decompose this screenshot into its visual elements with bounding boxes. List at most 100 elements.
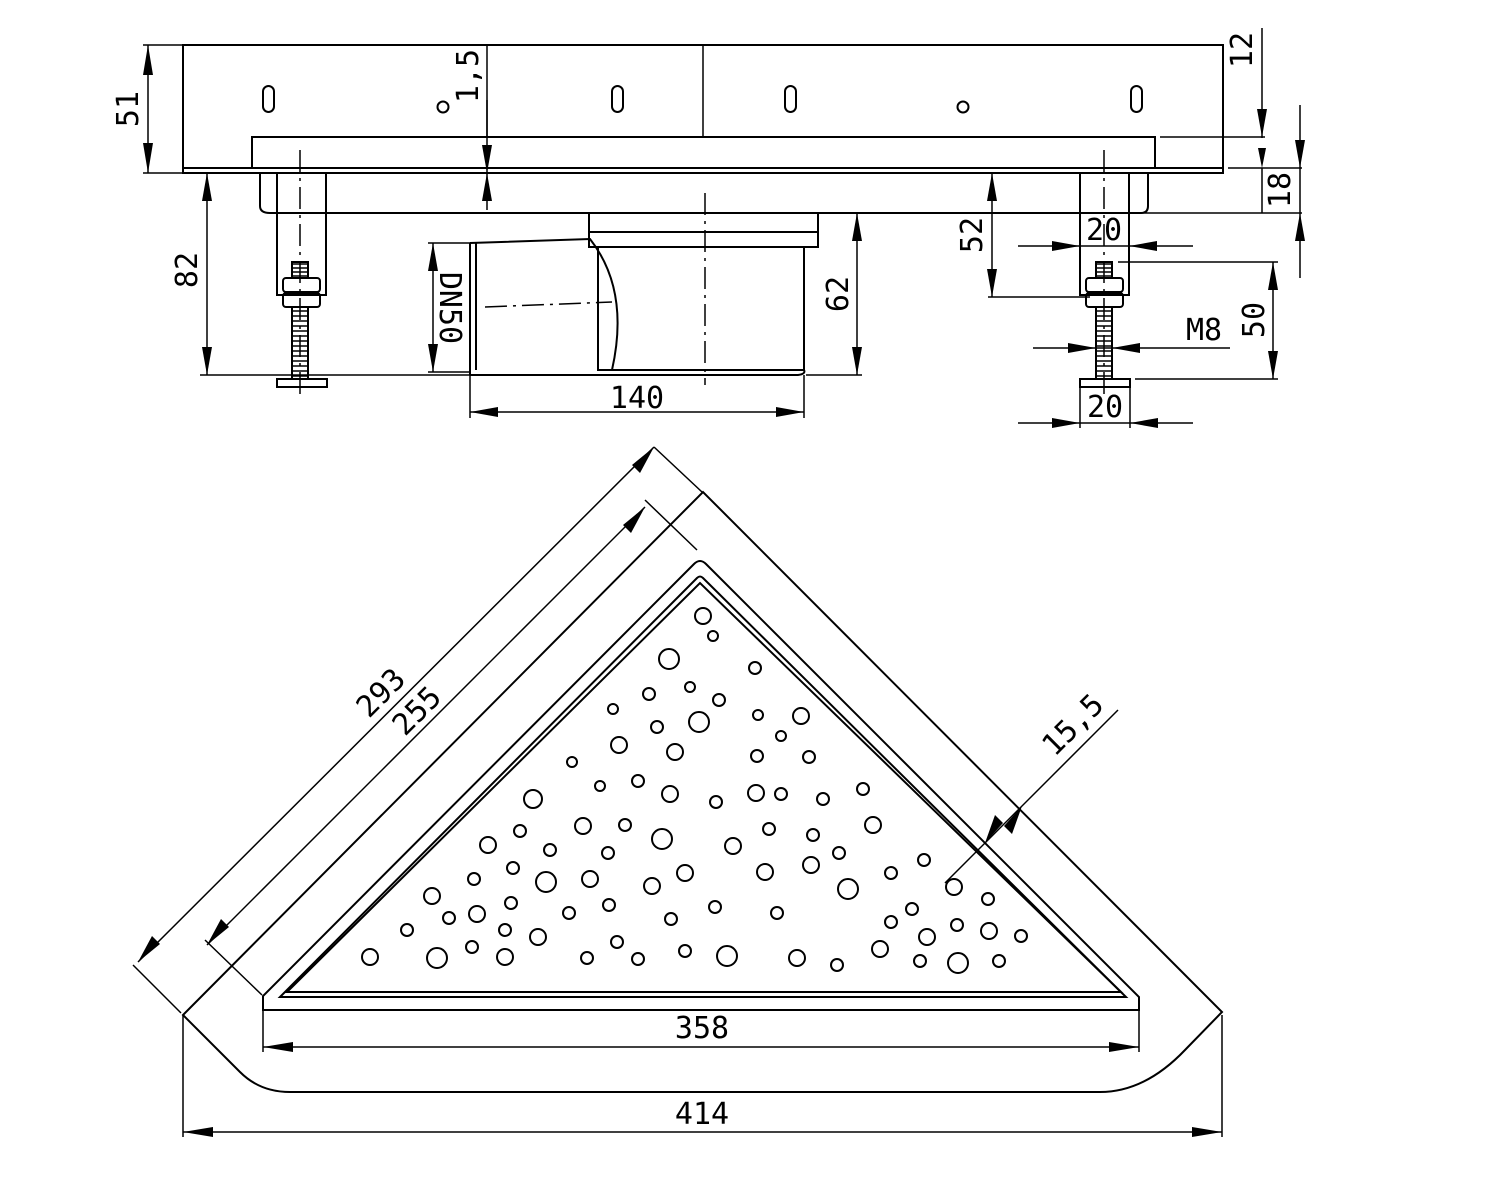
slot (784, 85, 797, 113)
grate-rim (277, 575, 1129, 998)
perforation-hole (917, 853, 931, 867)
perforation-hole (601, 846, 615, 860)
perforation-hole (905, 902, 919, 916)
label-1-5: 1,5 (451, 49, 486, 103)
perforation-hole (1014, 929, 1028, 943)
slot (1130, 85, 1143, 113)
label-51: 51 (111, 91, 146, 127)
slot (262, 85, 275, 113)
perforation-hole (724, 837, 742, 855)
perforation-hole (802, 856, 820, 874)
perforation-hole (513, 824, 527, 838)
dimension-358: 358 (262, 1010, 1140, 1052)
dimension-20-upper: 20 (1018, 213, 1193, 251)
perforation-hole (529, 928, 547, 946)
perforation-hole (602, 898, 616, 912)
perforation-holes (361, 607, 1028, 974)
grate-frame (262, 560, 1140, 1011)
perforation-hole (981, 892, 995, 906)
perforation-hole (756, 863, 774, 881)
perforation-hole (816, 792, 830, 806)
perforation-hole (750, 749, 764, 763)
perforation-hole (774, 787, 788, 801)
perforation-hole (830, 958, 844, 972)
label-50: 50 (1237, 302, 1272, 338)
perforation-hole (775, 730, 787, 742)
perforation-hole (694, 607, 712, 625)
perforation-hole (864, 816, 882, 834)
perforation-hole (666, 743, 684, 761)
perforation-hole (361, 948, 379, 966)
dimension-82: 82 (170, 173, 470, 376)
perforation-hole (581, 870, 599, 888)
label-140: 140 (610, 381, 664, 416)
side-view: 51 1,5 12 18 (111, 28, 1305, 428)
perforation-hole (423, 887, 441, 905)
perforation-hole (708, 900, 722, 914)
perforation-hole (465, 940, 479, 954)
dimension-50: 50 (1118, 261, 1278, 380)
perforation-hole (535, 871, 557, 893)
perforation-hole (496, 948, 514, 966)
perforation-hole (802, 750, 816, 764)
perforation-hole (661, 785, 679, 803)
perforation-hole (610, 935, 624, 949)
dimension-62: 62 (806, 212, 862, 376)
dimension-18: 18 (1133, 105, 1305, 278)
label-20-lower: 20 (1087, 390, 1123, 425)
label-52: 52 (955, 217, 990, 253)
label-dn50: DN50 (432, 272, 467, 344)
perforation-hole (658, 648, 680, 670)
screw-hole (956, 100, 970, 114)
dimension-dn50: DN50 (428, 242, 470, 373)
dimension-12: 12 (1160, 28, 1267, 138)
dimension-m8: M8 (1033, 313, 1230, 353)
outlet-collar (588, 213, 819, 248)
label-15-5: 15,5 (1035, 687, 1111, 763)
perforation-hole (752, 709, 764, 721)
perforation-hole (543, 843, 557, 857)
label-62: 62 (821, 276, 856, 312)
perforation-hole (642, 687, 656, 701)
perforation-hole (945, 878, 963, 896)
dimension-1-5: 1,5 (451, 49, 492, 210)
perforation-hole (580, 951, 594, 965)
foot-plate-left (276, 378, 328, 388)
bolt-thread-left-top (291, 261, 309, 279)
bolt-thread-right-top (1095, 261, 1113, 279)
perforation-hole (426, 947, 448, 969)
dimension-52: 52 (955, 173, 1090, 298)
leg-bracket-right (1079, 172, 1130, 296)
perforation-hole (650, 720, 664, 734)
perforation-hole (607, 703, 619, 715)
outlet-body (470, 247, 806, 376)
perforation-hole (504, 896, 518, 910)
frame-strip (251, 136, 1156, 169)
perforation-hole (748, 661, 762, 675)
channel-body (259, 173, 1149, 214)
perforation-hole (468, 905, 486, 923)
perforation-hole (950, 918, 964, 932)
perforation-hole (947, 952, 969, 974)
perforation-hole (913, 954, 927, 968)
perforation-hole (610, 736, 628, 754)
perforation-hole (618, 818, 632, 832)
perforation-hole (498, 923, 512, 937)
perforation-hole (479, 836, 497, 854)
perforation-hole (918, 928, 936, 946)
perforation-hole (788, 949, 806, 967)
perforation-hole (643, 877, 661, 895)
outer-frame (181, 490, 1224, 1093)
slot (611, 85, 624, 113)
perforation-hole (678, 944, 692, 958)
dimension-15-5: 15,5 (944, 687, 1119, 884)
nut-left-upper (282, 277, 321, 293)
perforation-hole (770, 906, 784, 920)
perforation-hole (747, 784, 765, 802)
perforation-hole (709, 795, 723, 809)
perforation-hole (400, 923, 414, 937)
perforation-hole (871, 940, 889, 958)
label-18: 18 (1263, 172, 1298, 208)
perforation-hole (806, 828, 820, 842)
dimension-414: 414 (182, 1015, 1223, 1137)
